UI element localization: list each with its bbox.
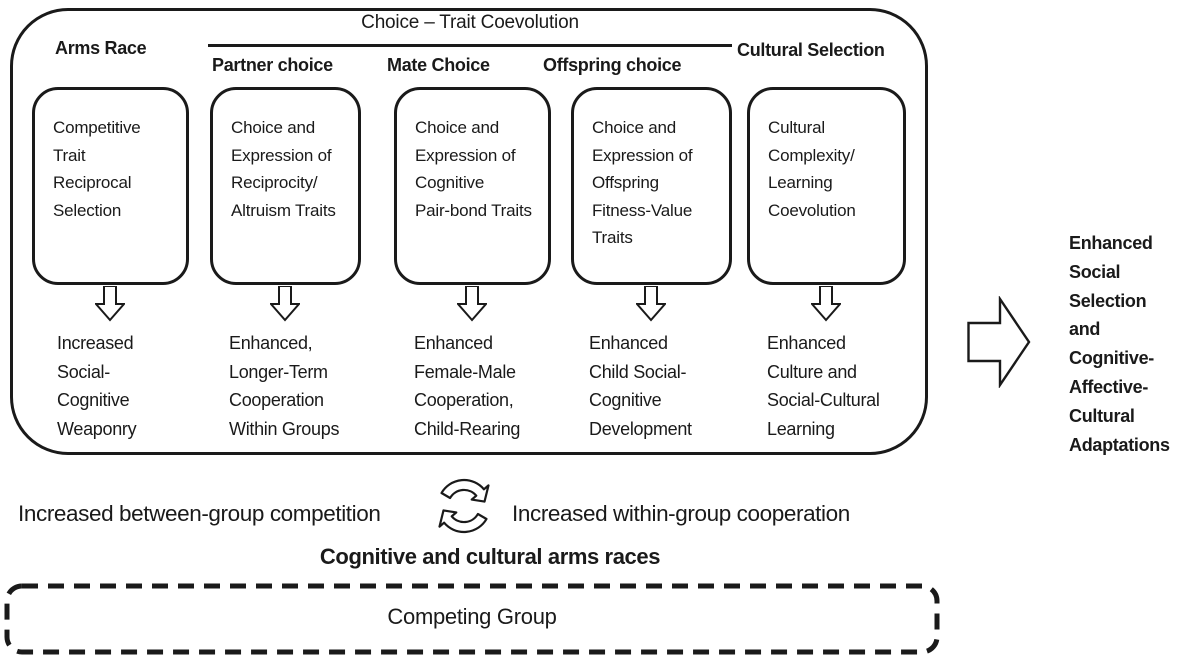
column-header-mate-choice: Mate Choice [387,55,490,75]
trait-box-cultural-selection: Cultural Complexity/ Learning Coevolutio… [747,87,906,285]
trait-box-text: Cultural Complexity/ Learning Coevolutio… [768,118,856,220]
trait-box-text: Competitive Trait Reciprocal Selection [53,118,141,220]
column-header-offspring-choice: Offspring choice [543,55,682,75]
column-header-partner-choice: Partner choice [212,55,333,75]
down-arrow-icon [457,286,487,322]
cycle-arrows-icon [438,479,490,533]
arms-races-caption: Cognitive and cultural arms races [319,544,661,569]
enhanced-selection-text: Enhanced Social Selection and Cognitive-… [1069,233,1170,455]
competing-group-box [4,583,940,655]
competing-group-label: Competing Group [387,604,557,629]
down-arrow-icon [270,286,300,322]
panel-title: Choice – Trait Coevolution [361,12,579,33]
outcome-text-offspring-choice: Enhanced Child Social- Cognitive Develop… [589,333,692,439]
trait-box-arms-race: Competitive Trait Reciprocal Selection [32,87,189,285]
within-group-cooperation-label: Increased within-group cooperation [512,501,850,526]
title-underline [208,44,732,47]
trait-box-offspring-choice: Choice and Expression of Offspring Fitne… [571,87,732,285]
outcome-text-partner-choice: Enhanced, Longer-Term Cooperation Within… [229,333,340,439]
trait-box-partner-choice: Choice and Expression of Reciprocity/ Al… [210,87,361,285]
down-arrow-icon [95,286,125,322]
outcome-text-arms-race: Increased Social- Cognitive Weaponry [57,333,137,439]
between-group-competition-label: Increased between-group competition [18,501,381,526]
right-arrow-icon [967,296,1031,388]
trait-box-text: Choice and Expression of Cognitive Pair-… [415,118,532,220]
column-header-arms-race: Arms Race [55,38,147,58]
down-arrow-icon [636,286,666,322]
down-arrow-icon [811,286,841,322]
outcome-text-cultural-selection: Enhanced Culture and Social-Cultural Lea… [767,333,880,439]
trait-box-text: Choice and Expression of Reciprocity/ Al… [231,118,336,220]
trait-box-text: Choice and Expression of Offspring Fitne… [592,118,693,248]
column-header-cultural-selection: Cultural Selection [737,40,885,60]
outcome-text-mate-choice: Enhanced Female-Male Cooperation, Child-… [414,333,521,439]
trait-box-mate-choice: Choice and Expression of Cognitive Pair-… [394,87,551,285]
